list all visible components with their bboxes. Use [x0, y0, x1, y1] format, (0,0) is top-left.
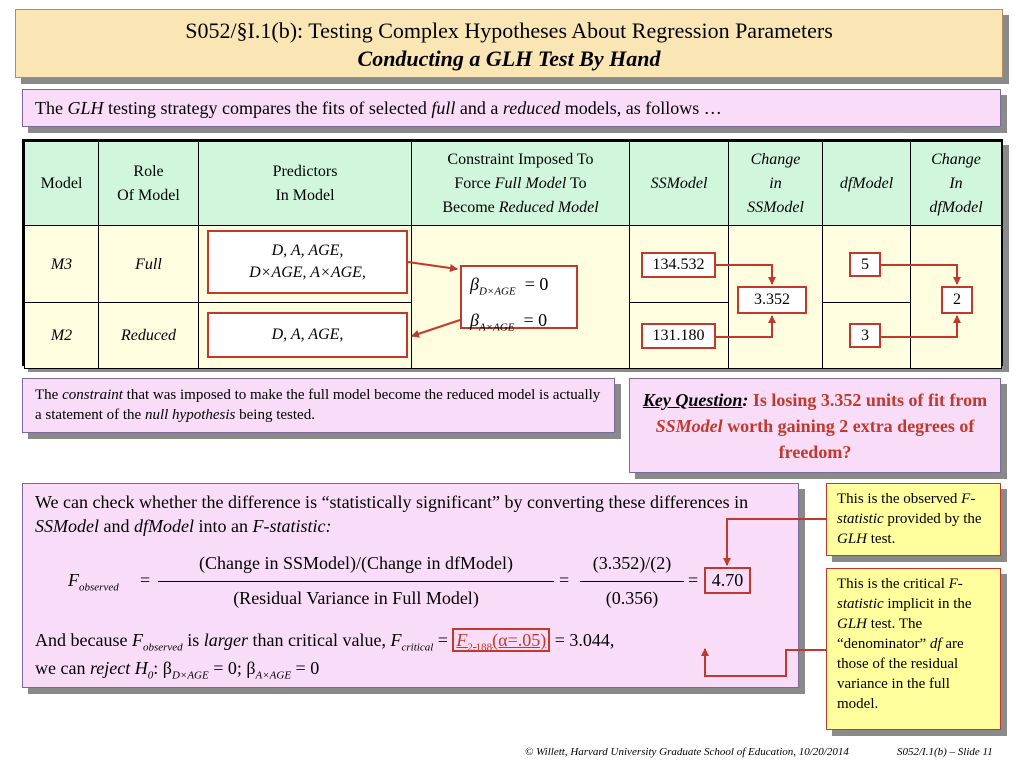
conclusion-line-2: we can reject H0: βD×AGE = 0; βA×AGE = 0 — [35, 658, 320, 682]
dfmodel-reduced-box: 3 — [849, 323, 881, 348]
cell-role: Full — [98, 225, 199, 303]
intro-part: The — [35, 98, 68, 118]
f-statistic-explanation: We can check whether the difference is “… — [22, 483, 799, 688]
header-dfmodel: dfModel — [822, 141, 911, 226]
footer-slide-number: S052/I.1(b) – Slide 11 — [897, 746, 993, 758]
reduced-predictors: D, A, AGE, — [271, 326, 344, 343]
change-dfmodel-box: 2 — [941, 286, 973, 314]
constraint-line-1: βD×AGE = 0 — [470, 274, 549, 298]
intro-full: full — [431, 98, 456, 118]
formula-fraction-line — [158, 581, 554, 582]
cell-model: M3 — [24, 225, 99, 303]
header-ssmodel: SSModel — [629, 141, 729, 226]
f-observed-label: Fobserved — [68, 570, 119, 594]
cell-role: Reduced — [98, 302, 199, 369]
formula-equals-1: = — [140, 570, 151, 590]
title-line-2: Conducting a GLH Test By Hand — [357, 46, 661, 71]
intro-part: and a — [455, 98, 503, 118]
cell-model: M2 — [24, 302, 99, 369]
full-predictors-line-1: D, A, AGE, — [271, 242, 344, 259]
constraint-sub-2: A×AGE — [478, 321, 515, 334]
value-numerator: (3.352)/(2) — [592, 553, 672, 573]
constraint-rhs-2: = 0 — [523, 309, 548, 330]
full-predictors-line-2: D×AGE, A×AGE, — [249, 264, 366, 281]
intro-text: The GLH testing strategy compares the fi… — [22, 89, 1001, 127]
note-critical: This is the critical F-statistic implici… — [826, 568, 1001, 730]
header-model: Model — [24, 141, 99, 226]
intro-glh: GLH — [67, 98, 104, 118]
formula-numerator: (Change in SSModel)/(Change in dfModel) — [199, 553, 513, 573]
key-question: Key Question: Is losing 3.352 units of f… — [629, 378, 1001, 473]
full-predictors-box: D, A, AGE, D×AGE, A×AGE, — [207, 230, 408, 294]
dfmodel-full-box: 5 — [849, 252, 881, 277]
constraint-note: The constraint that was imposed to make … — [22, 378, 615, 433]
formula-equals-3: = — [688, 570, 699, 590]
ssmodel-full-box: 134.532 — [641, 252, 716, 278]
formula-denominator: (Residual Variance in Full Model) — [233, 588, 479, 608]
value-fraction-line — [580, 581, 684, 582]
f-observed-value-box: 4.70 — [704, 567, 751, 594]
conclusion-line-1: And because Fobserved is larger than cri… — [35, 628, 615, 654]
intro-part: models, as follows … — [560, 98, 722, 118]
formula-equals-2: = — [559, 570, 570, 590]
key-question-label: Key Question — [642, 390, 743, 410]
change-ssmodel-box: 3.352 — [737, 286, 807, 314]
note-observed: This is the observed F-statistic provide… — [826, 483, 1001, 556]
slide-title: S052/§I.1(b): Testing Complex Hypotheses… — [15, 9, 1003, 78]
value-denominator: (0.356) — [605, 588, 659, 608]
constraint-box: βD×AGE = 0 βA×AGE = 0 — [460, 265, 578, 333]
title-line-1: S052/§I.1(b): Testing Complex Hypotheses… — [185, 18, 833, 43]
main-paragraph-1: We can check whether the difference is “… — [35, 492, 749, 536]
reduced-predictors-box: D, A, AGE, — [207, 312, 408, 358]
ssmodel-reduced-box: 131.180 — [641, 323, 716, 349]
constraint-rhs-1: = 0 — [524, 274, 549, 294]
intro-reduced: reduced — [502, 98, 561, 118]
f-critical-box: F2,188(α=.05) — [452, 628, 551, 654]
footer-copyright: © Willett, Harvard University Graduate S… — [525, 746, 849, 758]
constraint-line-2: βA×AGE = 0 — [470, 309, 548, 334]
intro-part: testing strategy compares the fits of se… — [103, 98, 432, 118]
constraint-sub-1: D×AGE — [478, 285, 516, 298]
